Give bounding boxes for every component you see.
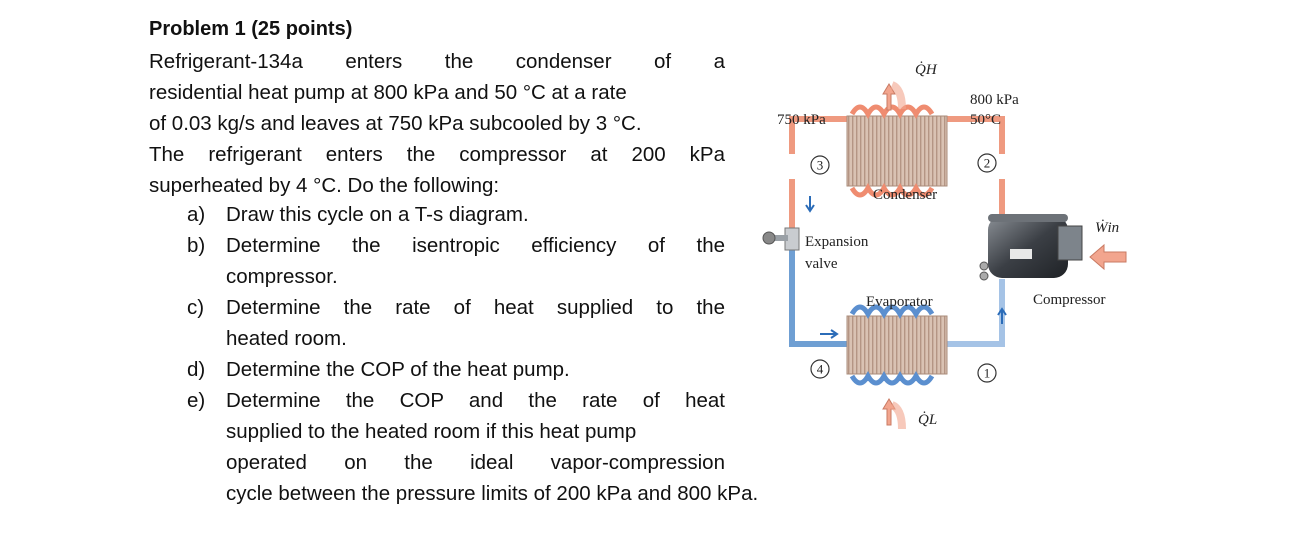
task-marker: e) xyxy=(187,389,206,412)
task-d: d) Determine the COP of the heat pump. xyxy=(187,354,725,385)
svg-text:2: 2 xyxy=(984,156,991,171)
heat-pump-diagram: 3 2 4 1 Q̇H Q̇L Ẇin 800 kPa 50°C 750 kPa… xyxy=(762,62,1127,430)
expansion-label: Expansion xyxy=(805,234,869,250)
intro-line-4: The refrigerant enters the compressor at… xyxy=(149,143,725,166)
evaporator-coil xyxy=(846,304,948,386)
task-e: e) Determine the COP and the rate of hea… xyxy=(187,385,725,478)
flow-arrow-right xyxy=(820,329,839,339)
task-a: a) Draw this cycle on a T-s diagram. xyxy=(187,199,725,230)
pressure-750-label: 750 kPa xyxy=(777,112,826,128)
work-in-arrow xyxy=(1089,243,1127,271)
problem-title: Problem 1 (25 points) xyxy=(149,18,353,40)
temperature-50-label: 50°C xyxy=(970,112,1001,128)
task-c: c) Determine the rate of heat supplied t… xyxy=(187,292,725,354)
valve-label: valve xyxy=(805,256,838,272)
state-4: 4 xyxy=(810,359,830,379)
q-high-label: Q̇H xyxy=(915,62,938,78)
state-2: 2 xyxy=(977,153,997,173)
expansion-valve xyxy=(762,227,800,251)
intro-line-3: of 0.03 kg/s and leaves at 750 kPa subco… xyxy=(149,112,642,135)
task-text: Draw this cycle on a T-s diagram. xyxy=(226,203,529,226)
task-marker: b) xyxy=(187,234,206,257)
task-text: heated room. xyxy=(226,327,347,350)
flow-arrow-up-right xyxy=(997,307,1007,324)
q-low-label: Q̇L xyxy=(918,412,937,428)
task-b: b) Determine the isentropic efficiency o… xyxy=(187,230,725,292)
state-3: 3 xyxy=(810,155,830,175)
task-text: Determine the isentropic efficiency of t… xyxy=(226,234,725,257)
svg-text:1: 1 xyxy=(984,366,991,381)
task-marker: a) xyxy=(187,203,206,226)
svg-text:4: 4 xyxy=(817,362,824,377)
compressor-unit xyxy=(979,214,1083,281)
task-text: Determine the COP and the rate of heat xyxy=(226,389,725,412)
evaporator-label: Evaporator xyxy=(866,294,933,310)
svg-text:3: 3 xyxy=(817,158,824,173)
condenser-coil xyxy=(846,104,948,198)
condenser-label: Condenser xyxy=(873,187,937,203)
task-text: Determine the rate of heat supplied to t… xyxy=(226,296,725,319)
pressure-800-label: 800 kPa xyxy=(970,92,1019,108)
task-text: compressor. xyxy=(226,265,338,288)
refrigerant-piping xyxy=(789,116,1005,347)
intro-line-5: superheated by 4 °C. Do the following: xyxy=(149,174,500,197)
task-list: a) Draw this cycle on a T-s diagram. b) … xyxy=(187,199,725,478)
state-1: 1 xyxy=(977,363,997,383)
intro-line-1: Refrigerant-134a enters the condenser of… xyxy=(149,50,725,73)
task-text: Determine the COP of the heat pump. xyxy=(226,358,570,381)
intro-line-2: residential heat pump at 800 kPa and 50 … xyxy=(149,81,627,104)
compressor-label: Compressor xyxy=(1033,292,1106,308)
task-e-last-line: cycle between the pressure limits of 200… xyxy=(226,482,759,505)
task-text: supplied to the heated room if this heat… xyxy=(226,420,637,443)
flow-arrow-down xyxy=(805,196,815,213)
task-text: operated on the ideal vapor-compression xyxy=(226,451,725,474)
task-marker: c) xyxy=(187,296,205,319)
heat-out-arrow xyxy=(882,83,896,111)
task-marker: d) xyxy=(187,358,206,381)
w-in-label: Ẇin xyxy=(1095,219,1119,236)
